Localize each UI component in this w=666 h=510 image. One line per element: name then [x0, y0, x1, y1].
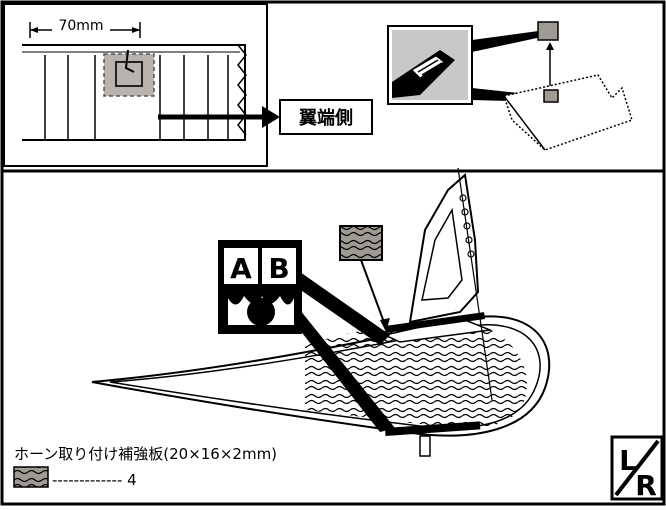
control-horn	[408, 173, 480, 324]
dimension-label: 70mm	[58, 18, 103, 34]
wing-tip-side-label-box	[279, 99, 373, 135]
top-left-panel	[3, 3, 268, 167]
badge-a: A	[230, 252, 252, 285]
callout-arrowhead	[262, 106, 280, 128]
wing-tip-detail: 70mm	[22, 18, 268, 141]
control-horn-inset	[387, 21, 633, 151]
legend-part-ref: ------------- 4	[52, 471, 137, 489]
lr-mark-l: L	[619, 444, 637, 477]
left-right-mark: L R	[610, 435, 664, 502]
plate-pointer-line	[360, 259, 386, 326]
badge-b: B	[268, 252, 289, 285]
lr-mark-r: R	[635, 469, 657, 502]
legend-title: ホーン取り付け補強板(20×16×2mm)	[14, 445, 277, 463]
plate-piece	[537, 21, 559, 41]
ab-badge: A B	[218, 240, 395, 432]
wing-tip-side-label: 翼端側	[298, 107, 353, 129]
horn-plate-position	[103, 53, 155, 97]
